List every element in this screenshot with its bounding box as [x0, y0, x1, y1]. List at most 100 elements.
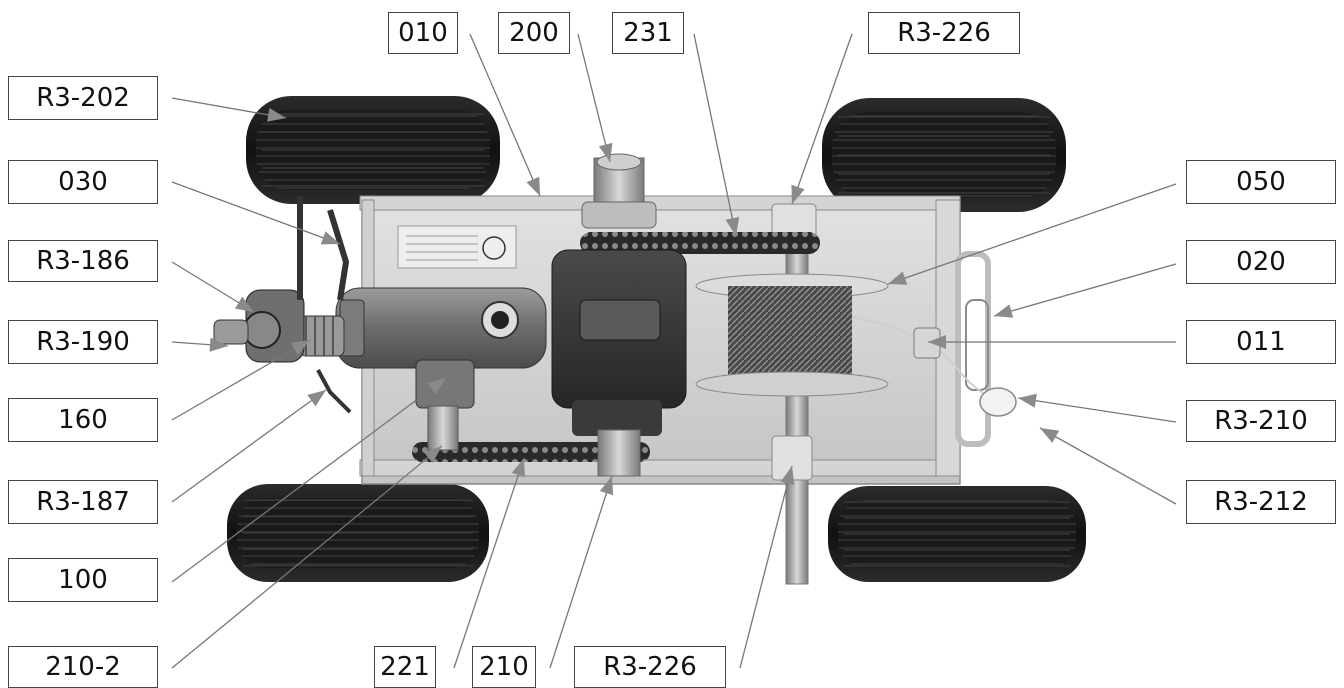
leader-010: [469, 33, 541, 197]
leader-160: [171, 339, 311, 421]
leader-011: [928, 335, 1176, 349]
drum-flange-bottom: [695, 371, 889, 397]
leader-200: [577, 33, 613, 163]
callout-r3-210: R3-210: [1186, 400, 1336, 442]
shaft-cap: [596, 153, 642, 171]
leader-line: [1017, 397, 1177, 423]
leader-arrowhead: [598, 142, 613, 162]
leader-231: [693, 33, 740, 237]
callout-210-2: 210-2: [8, 646, 158, 688]
upper-chain: [580, 232, 820, 254]
leader-arrowhead: [791, 184, 805, 204]
leader-arrowhead: [320, 231, 340, 245]
motor: [335, 287, 547, 451]
wheel-rear-left: [246, 96, 500, 204]
callout-r3-226: R3-226: [574, 646, 726, 688]
drum-shaft: [785, 213, 809, 585]
leader-arrowhead: [307, 390, 326, 407]
leader-line: [171, 339, 311, 421]
output-sprocket: [597, 429, 641, 477]
leader-line: [791, 33, 853, 205]
leader-arrowhead: [290, 340, 310, 356]
callout-050: 050: [1186, 160, 1336, 204]
handle-grip: [965, 299, 989, 391]
leader-arrowhead: [888, 271, 908, 285]
gearbox: [551, 153, 687, 477]
leader-030: [171, 181, 341, 245]
leader-r3-226: [791, 33, 853, 205]
callout-r3-212: R3-212: [1186, 480, 1336, 524]
rope-end-ball: [979, 387, 1017, 417]
leader-line: [887, 183, 1177, 285]
lower-chain: [412, 442, 650, 462]
leader-arrowhead: [423, 446, 442, 463]
motor-sprocket: [427, 405, 459, 451]
callout-221: 221: [374, 646, 436, 688]
gearbox-base: [572, 400, 662, 436]
leader-line: [693, 33, 737, 237]
handle-loop: [955, 251, 991, 447]
leader-020: [993, 263, 1177, 318]
leader-r3-186: [171, 261, 255, 313]
leader-arrowhead: [928, 335, 946, 349]
nameplate: [397, 225, 517, 269]
winch-drum: [695, 203, 889, 585]
drive-chains: [412, 232, 820, 462]
shaft-collar: [581, 201, 657, 229]
leader-050: [887, 183, 1177, 285]
brake-assembly: [213, 196, 352, 414]
leader-arrowhead: [725, 216, 740, 236]
leader-arrowhead: [511, 458, 525, 478]
frame-rail-bottom: [359, 459, 961, 477]
brake-rod: [316, 369, 352, 414]
callout-r3-186: R3-186: [8, 240, 158, 282]
frame-rail-top: [359, 195, 961, 211]
leader-100: [171, 377, 447, 583]
callout-030: 030: [8, 160, 158, 204]
leader-221: [453, 457, 525, 669]
leader-line: [577, 33, 611, 163]
callout-r3-190: R3-190: [8, 320, 158, 364]
leader-line: [171, 97, 287, 119]
leader-line: [469, 33, 541, 197]
callout-200: 200: [498, 12, 570, 54]
leader-line: [171, 181, 341, 245]
leader-arrowhead: [209, 337, 228, 352]
callout-r3-187: R3-187: [8, 480, 158, 524]
leader-arrowhead: [780, 466, 795, 486]
wheel-rear-right: [822, 98, 1066, 212]
leader-arrowhead: [1018, 393, 1037, 408]
leader-line: [1039, 427, 1177, 505]
brake-lever-arm: [297, 196, 350, 301]
cable-gland-hole: [491, 311, 509, 329]
leader-line: [549, 475, 613, 669]
callout-r3-226: R3-226: [868, 12, 1020, 54]
leader-r3-210: [1017, 393, 1177, 423]
drum-wire-wrap: [728, 286, 852, 382]
leader-r3-202: [171, 97, 287, 122]
leader-line: [171, 389, 327, 503]
leader-r3-190: [171, 337, 229, 352]
callout-231: 231: [612, 12, 684, 54]
leader-r3-187: [171, 389, 327, 503]
nameplate-logo: [482, 236, 506, 260]
callout-011: 011: [1186, 320, 1336, 364]
wheel-front-right: [828, 486, 1086, 582]
leader-arrowhead: [526, 176, 540, 196]
leader-line: [171, 377, 447, 583]
leader-arrowhead: [234, 296, 254, 312]
leader-210-2: [171, 445, 443, 669]
tow-handle: [955, 251, 991, 447]
callout-210: 210: [472, 646, 536, 688]
leader-arrowhead: [1040, 428, 1060, 443]
callout-160: 160: [8, 398, 158, 442]
motor-foot: [415, 359, 475, 409]
callout-020: 020: [1186, 240, 1336, 284]
leader-r3-226: [739, 465, 795, 669]
leader-arrowhead: [599, 476, 614, 496]
callout-010: 010: [388, 12, 458, 54]
callout-r3-202: R3-202: [8, 76, 158, 120]
release-lever: [213, 319, 249, 345]
leader-arrowhead: [427, 378, 446, 395]
